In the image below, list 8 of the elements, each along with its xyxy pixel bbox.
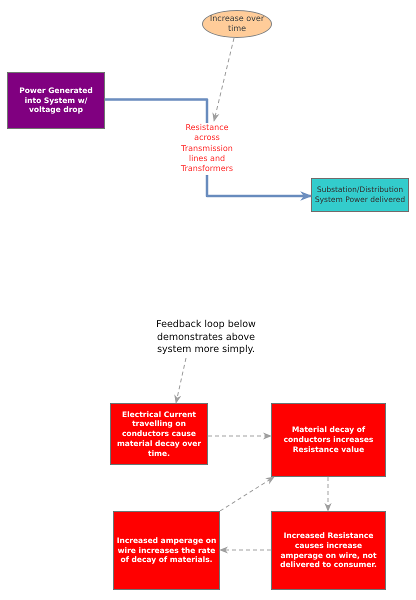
dashed-arrow bbox=[212, 38, 234, 122]
note-text: Feedback loop below demonstrates above system more simply. bbox=[140, 316, 272, 360]
dashed-arrow bbox=[174, 358, 186, 404]
dashed-arrow bbox=[220, 476, 275, 512]
process-ellipse: Increase over time bbox=[202, 10, 272, 38]
dashed-arrow bbox=[219, 546, 272, 554]
dashed-arrow bbox=[208, 432, 272, 440]
dashed-arrow bbox=[324, 476, 332, 512]
